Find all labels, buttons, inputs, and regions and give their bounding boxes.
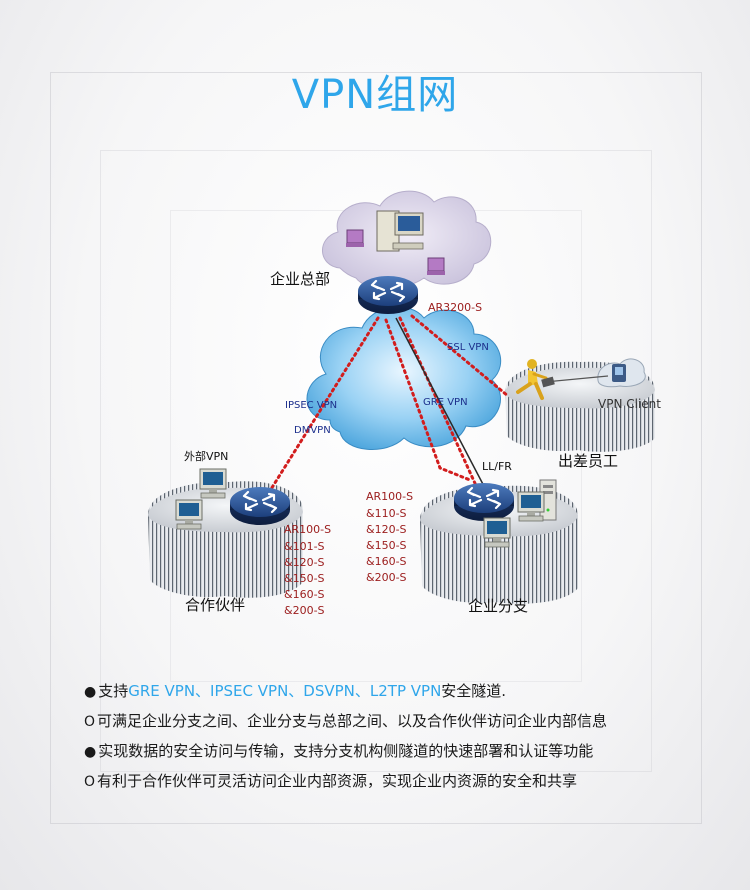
vpn-client-device-icon [597,358,646,388]
partner-model: &150-S [284,572,325,585]
feature-item: ●支持GRE VPN、IPSEC VPN、DSVPN、L2TP VPN安全隧道. [84,676,724,706]
hq-router-model: AR3200-S [428,301,482,314]
gre-vpn-label: GRE VPN [423,397,468,408]
partner-pc-icon [199,468,227,499]
branch-router-icon [452,481,516,523]
llfr-link [395,317,487,491]
travel-staff-label: 出差员工 [558,452,618,470]
branch-model: AR100-S [366,490,413,503]
branch-model: &160-S [366,555,407,568]
client-link [544,375,609,383]
feature-highlight: GRE VPN、IPSEC VPN、DSVPN、L2TP VPN [128,682,442,700]
bullet-dot-icon: ● [84,684,97,700]
partner-pc-icon-2 [175,499,203,530]
llfr-label: LL/FR [482,460,512,473]
branch-label: 企业分支 [468,597,528,615]
branch-models-list: AR100-S &110-S &120-S &150-S &160-S &200… [366,490,413,584]
branch-model: &150-S [366,539,407,552]
vpn-tunnels [266,314,510,496]
vpn-network-diagram: 企业总部 AR3200-S SSL VPN IPSEC VPN DMVPN GR… [148,190,661,617]
feature-text-tail: 安全隧道. [441,682,507,700]
feature-item: ●实现数据的安全访问与传输，支持分支机构侧隧道的快速部署和认证等功能 [84,736,724,766]
page-title: VPN组网 [291,72,459,118]
external-vpn-label: 外部VPN [184,449,228,463]
feature-list: ●支持GRE VPN、IPSEC VPN、DSVPN、L2TP VPN安全隧道.… [84,676,724,796]
feature-text: 支持 [98,682,129,700]
background-frame-middle [100,150,652,772]
tunnel-hq-branch-left [384,318,472,482]
ipsec-vpn-label: IPSEC VPN [285,400,337,411]
bullet-circle-icon: O [84,714,96,730]
headquarters-cloud [322,190,492,289]
background-frame-outer [50,72,702,824]
tunnel-hq-branch-right [398,316,480,492]
branch-model: &200-S [366,571,407,584]
hq-label: 企业总部 [270,270,330,288]
feature-text: 有利于合作伙伴可灵活访问企业内部资源，实现企业内资源的安全和共享 [97,772,578,790]
branch-pc-icon [517,491,545,522]
ssl-vpn-label: SSL VPN [447,342,489,353]
partner-model: &200-S [284,604,325,617]
partner-router-icon [228,485,292,527]
partner-model: AR100-S [284,523,331,536]
hq-terminal-right [427,257,445,275]
partner-model: &120-S [284,556,325,569]
bullet-circle-icon: O [84,774,96,790]
partner-label: 合作伙伴 [185,596,245,614]
tunnel-hq-partner [266,316,380,496]
partner-model: &101-S [284,540,325,553]
hq-terminal-left [346,229,364,247]
internet-cloud [306,306,502,450]
dmvpn-label: DMVPN [294,425,331,436]
hq-router-icon [356,274,420,316]
hq-workstation [376,210,424,252]
branch-pc-icon-2 [483,517,511,548]
vpn-client-label: VPN Client [598,397,661,411]
branch-model: &110-S [366,507,407,520]
feature-text: 可满足企业分支之间、企业分支与总部之间、以及合作伙伴访问企业内部信息 [97,712,608,730]
bullet-dot-icon: ● [84,744,97,760]
partner-models-list: AR100-S &101-S &120-S &150-S &160-S &200… [284,523,331,617]
tunnel-hq-travel [410,314,510,398]
partner-model: &160-S [284,588,325,601]
branch-model: &120-S [366,523,407,536]
feature-text: 实现数据的安全访问与传输，支持分支机构侧隧道的快速部署和认证等功能 [98,742,594,760]
